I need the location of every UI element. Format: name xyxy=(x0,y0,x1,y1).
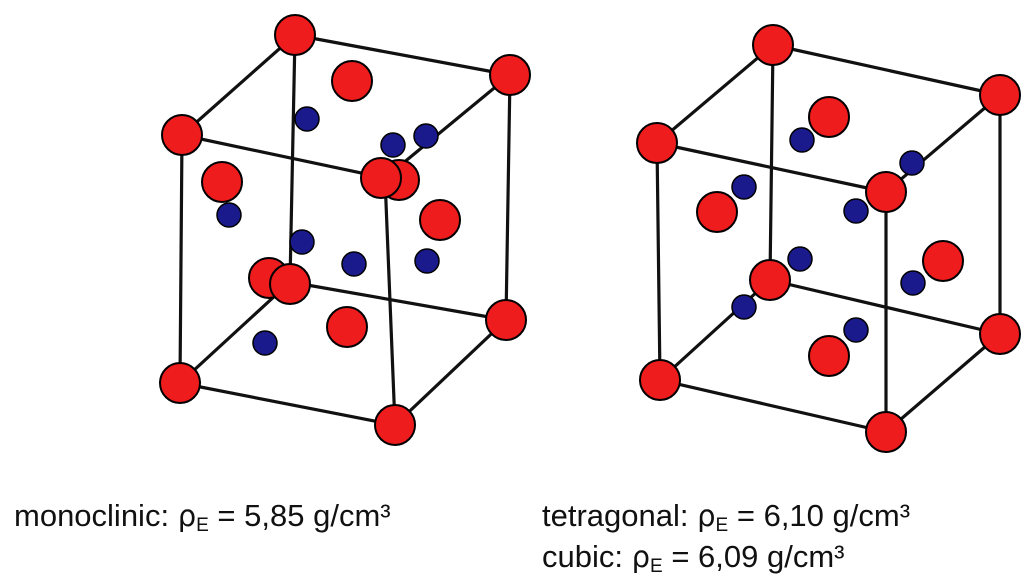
tetragonal-unit-cell xyxy=(636,24,1021,453)
oxygen-atom xyxy=(414,248,440,274)
cell-edge xyxy=(504,73,512,322)
monoclinic-density-caption: monoclinic: ρE = 5,85 g/cm³ xyxy=(14,500,391,535)
cell-edge xyxy=(393,318,508,427)
cell-edge xyxy=(768,43,775,282)
density-value: = 6,09 g/cm³ xyxy=(671,539,845,574)
phase-name: cubic: xyxy=(542,539,623,574)
oxygen-atom xyxy=(252,330,278,356)
density-symbol: ρ xyxy=(177,499,197,533)
cell-edge xyxy=(178,133,184,385)
cell-edge xyxy=(655,141,888,194)
density-symbol: ρ xyxy=(697,499,716,533)
metal-atom xyxy=(201,161,243,203)
monoclinic-unit-cell xyxy=(159,14,531,446)
metal-atom xyxy=(331,60,373,102)
metal-atom xyxy=(360,157,402,199)
oxygen-atom xyxy=(731,294,757,320)
density-symbol: ρ xyxy=(631,540,651,574)
density-subscript: E xyxy=(650,555,663,577)
cell-edge xyxy=(771,43,1002,97)
phase-name: monoclinic: xyxy=(14,498,170,533)
oxygen-atom xyxy=(731,174,757,200)
metal-atom xyxy=(808,335,850,377)
metal-atom xyxy=(374,404,416,446)
monoclinic-metal-atoms xyxy=(159,14,531,446)
metal-atom xyxy=(485,299,527,341)
density-subscript: E xyxy=(715,514,729,536)
cell-edge xyxy=(180,33,297,137)
metal-atom xyxy=(419,199,461,241)
metal-atom xyxy=(808,96,850,138)
metal-atom xyxy=(922,240,964,282)
oxygen-atom xyxy=(294,106,320,132)
cell-edge xyxy=(383,176,397,427)
metal-atom xyxy=(639,359,681,401)
oxygen-atom xyxy=(900,270,926,296)
density-value: = 5,85 g/cm³ xyxy=(217,498,391,533)
tetragonal-metal-atoms xyxy=(636,24,1021,453)
oxygen-atom xyxy=(413,123,439,149)
cell-edge xyxy=(884,93,1002,194)
oxygen-atom xyxy=(289,229,315,255)
oxygen-atom xyxy=(787,246,813,272)
metal-atom xyxy=(752,24,794,66)
metal-atom xyxy=(269,263,311,305)
metal-atom xyxy=(696,191,738,233)
metal-atom xyxy=(326,306,368,348)
cell-edge xyxy=(293,33,512,77)
metal-atom xyxy=(979,74,1021,116)
metal-atom xyxy=(749,259,791,301)
metal-atom xyxy=(161,114,203,156)
cell-edge xyxy=(178,381,397,427)
tetragonal-oxygen-atoms xyxy=(731,127,926,343)
density-subscript: E xyxy=(196,514,209,536)
tetragonal-density-caption: tetragonal: ρE = 6,10 g/cm³ xyxy=(542,500,910,535)
cell-edge xyxy=(658,278,772,382)
cell-edge xyxy=(655,43,775,145)
cubic-density-caption: cubic: ρE = 6,09 g/cm³ xyxy=(542,541,845,576)
metal-atom xyxy=(865,171,907,213)
cell-edge xyxy=(178,280,292,385)
oxygen-atom xyxy=(843,317,869,343)
tetragonal-cell-edges xyxy=(655,43,1002,434)
oxygen-atom xyxy=(341,251,367,277)
density-value: = 6,10 g/cm³ xyxy=(736,498,911,533)
monoclinic-oxygen-atoms xyxy=(216,106,440,356)
metal-atom xyxy=(489,54,531,96)
cell-edge xyxy=(655,141,662,382)
cell-edge xyxy=(884,332,1002,434)
oxygen-atom xyxy=(899,150,925,176)
oxygen-atom xyxy=(380,132,406,158)
metal-atom xyxy=(865,411,907,453)
oxygen-atom xyxy=(843,198,869,224)
metal-atom xyxy=(159,362,201,404)
oxygen-atom xyxy=(216,202,242,228)
phase-name: tetragonal: xyxy=(542,498,689,533)
metal-atom xyxy=(979,313,1021,355)
cell-edge xyxy=(288,280,508,322)
metal-atom xyxy=(636,122,678,164)
metal-atom xyxy=(274,14,316,56)
oxygen-atom xyxy=(789,127,815,153)
cell-edge xyxy=(180,133,387,180)
cell-edge xyxy=(658,378,888,434)
